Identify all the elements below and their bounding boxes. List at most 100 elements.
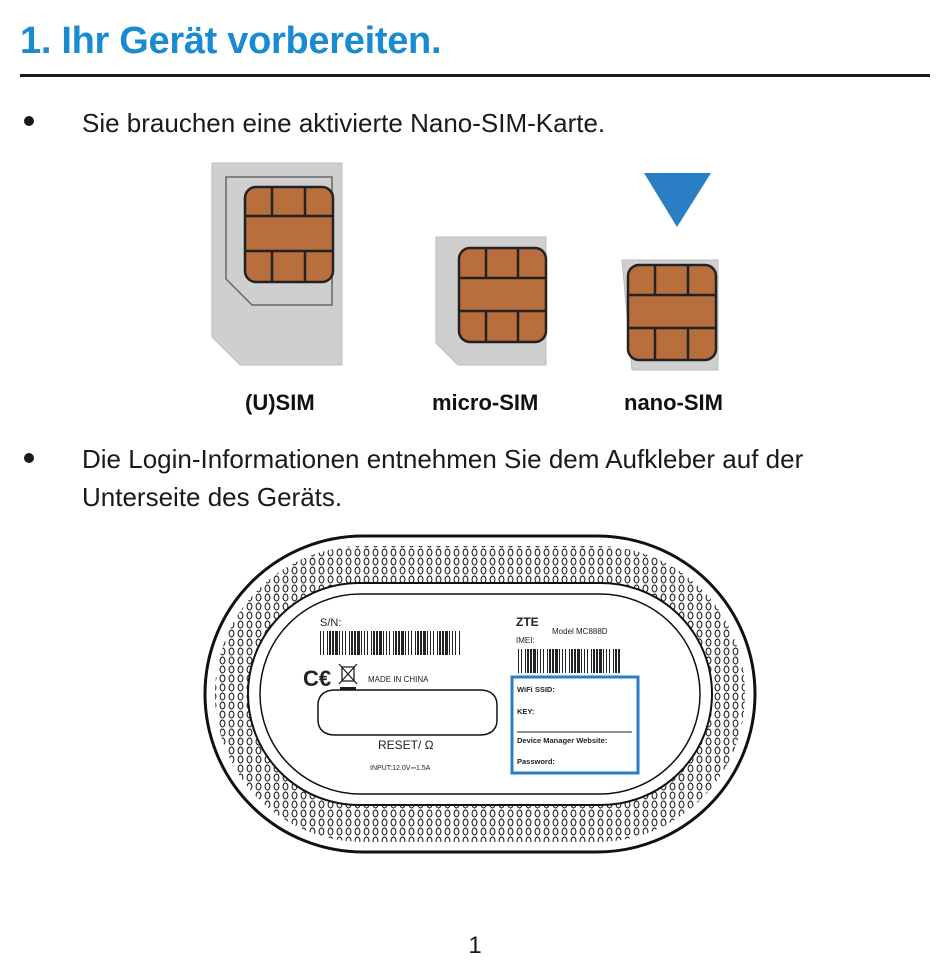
barcode-bar xyxy=(320,631,321,655)
reset-recess xyxy=(317,689,498,736)
key-label: KEY: xyxy=(517,707,534,716)
barcode-bar xyxy=(596,649,598,673)
password-label: Password: xyxy=(517,757,555,766)
bullet-dot xyxy=(24,453,34,463)
barcode-bar xyxy=(562,649,563,673)
barcode-bar xyxy=(417,631,419,655)
page-title: 1. Ihr Gerät vorbereiten. xyxy=(20,20,442,62)
micro-sim-card xyxy=(435,236,548,366)
barcode-bar xyxy=(543,649,544,673)
barcode-bar xyxy=(379,631,382,655)
ce-mark-icon: C€ xyxy=(303,666,331,691)
barcode-bar xyxy=(540,649,541,673)
barcode-bar xyxy=(609,649,610,673)
barcode-bar xyxy=(615,649,617,673)
barcode-bar xyxy=(525,649,526,673)
barcode-bar xyxy=(584,649,585,673)
barcode-bar xyxy=(569,649,570,673)
barcode-bar xyxy=(603,649,604,673)
barcode-bar xyxy=(521,649,522,673)
barcode-bar xyxy=(415,631,416,655)
barcode-bar xyxy=(433,631,434,655)
barcode-bar xyxy=(398,631,400,655)
barcode-bar xyxy=(361,631,362,655)
nano-sim-label: nano-SIM xyxy=(624,390,723,415)
bullet-text-login: Die Login-Informationen entnehmen Sie de… xyxy=(82,440,803,516)
barcode-bar xyxy=(327,631,328,655)
barcode-bar xyxy=(351,631,353,655)
barcode-bar xyxy=(581,649,582,673)
barcode-bar xyxy=(452,631,453,655)
barcode-bar xyxy=(571,649,573,673)
sim-cards-figure: (U)SIM micro-SIM nano-SIM xyxy=(211,162,723,415)
barcode-bar xyxy=(449,631,450,655)
barcode-bar xyxy=(364,631,365,655)
barcode-bar xyxy=(527,649,529,673)
barcode-bar xyxy=(329,631,331,655)
barcode-bar xyxy=(386,631,387,655)
barcode-bar xyxy=(345,631,346,655)
barcode-bar xyxy=(357,631,360,655)
barcode-bar xyxy=(342,631,343,655)
login-info-highlight xyxy=(510,675,640,775)
wifi-ssid-label: WiFi SSID: xyxy=(517,685,555,694)
barcode-bar xyxy=(574,649,576,673)
bullet-text-line: Unterseite des Geräts. xyxy=(82,482,343,512)
barcode-bar xyxy=(549,649,551,673)
barcode-bar xyxy=(395,631,397,655)
barcode-bar xyxy=(376,631,378,655)
bullet-text-line: Die Login-Informationen entnehmen Sie de… xyxy=(82,444,804,474)
nano-sim-card xyxy=(621,259,719,371)
barcode-bar xyxy=(401,631,404,655)
barcode-bar xyxy=(613,649,614,673)
imei-label: IMEI: xyxy=(516,636,535,645)
barcode-bar xyxy=(423,631,426,655)
barcode-bar xyxy=(591,649,592,673)
barcode-bar xyxy=(439,631,441,655)
barcode-bar xyxy=(459,631,460,655)
barcode-bar xyxy=(420,631,422,655)
brand-label: ZTE xyxy=(516,615,539,629)
barcode-bar xyxy=(339,631,340,655)
arrow-down-icon xyxy=(644,173,711,227)
barcode-bar xyxy=(559,649,560,673)
barcode-bar xyxy=(411,631,412,655)
barcode-bar xyxy=(335,631,338,655)
weee-bin-icon xyxy=(338,663,358,690)
barcode-bar xyxy=(408,631,409,655)
barcode-bar xyxy=(618,649,620,673)
input-rating-label: INPUT:12.0V⎓1.5A xyxy=(370,765,431,772)
barcode-bar xyxy=(373,631,375,655)
barcode-bar xyxy=(437,631,438,655)
made-in-label: MADE IN CHINA xyxy=(368,675,429,684)
sticker-sn-label: S/N: xyxy=(320,617,341,629)
barcode-bar xyxy=(593,649,595,673)
barcode-bar xyxy=(332,631,334,655)
barcode-bar xyxy=(577,649,580,673)
barcode-bar xyxy=(537,649,538,673)
barcode-bar xyxy=(599,649,602,673)
barcode-bar xyxy=(442,631,444,655)
barcode-bar xyxy=(389,631,390,655)
title-divider xyxy=(20,74,930,77)
barcode-bar xyxy=(530,649,532,673)
page-number: 1 xyxy=(468,932,482,959)
model-label: Model MC888D xyxy=(552,627,608,636)
usim-card xyxy=(211,162,343,366)
usim-label: (U)SIM xyxy=(245,390,315,415)
barcode-bar xyxy=(371,631,372,655)
barcode-bar xyxy=(606,649,607,673)
barcode-bar xyxy=(533,649,536,673)
reset-label: RESET/ Ω xyxy=(378,738,434,752)
barcode-bar xyxy=(518,649,519,673)
barcode-bar xyxy=(587,649,588,673)
barcode-bar xyxy=(445,631,448,655)
website-label: Device Manager Website: xyxy=(517,736,607,745)
barcode-bar xyxy=(405,631,406,655)
barcode-bar xyxy=(354,631,356,655)
barcode-bar xyxy=(547,649,548,673)
barcode-bar xyxy=(427,631,428,655)
micro-sim-label: micro-SIM xyxy=(432,390,538,415)
barcode-bar xyxy=(565,649,566,673)
barcode-bar xyxy=(555,649,558,673)
